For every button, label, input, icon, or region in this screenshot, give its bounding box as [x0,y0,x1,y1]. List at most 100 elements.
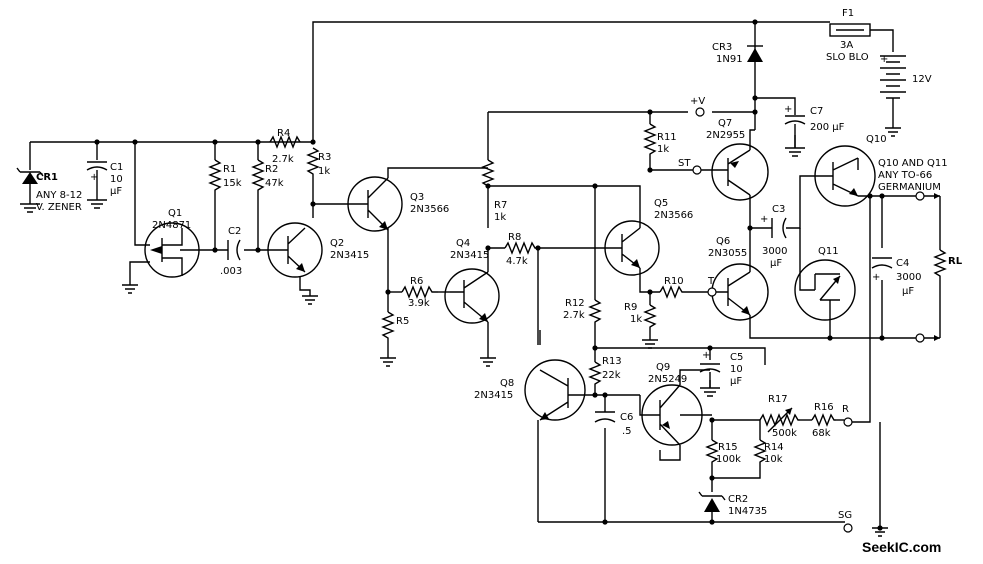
label-sg: SG [838,510,852,521]
label-c1-val1: 10 [110,174,123,185]
terminal-out-top [915,191,925,201]
resistor-r1 [208,159,222,196]
label-q3: Q3 [410,192,424,203]
resistor-r10 [659,285,688,299]
label-rl: RL [948,256,963,267]
transistor-q7 [697,129,769,201]
label-plus-c4: + [872,272,880,283]
diodes [16,45,763,512]
transistor-q5 [604,220,660,276]
label-c5-val1: 10 [730,364,743,375]
power-elements [122,23,906,537]
label-c3-val2: μF [770,258,782,269]
transistor-q10 [814,145,876,207]
label-q4: Q4 [456,238,470,249]
label-plus-c3: + [760,214,768,225]
label-f1-val1: 3A [840,40,853,51]
label-r3-val: 1k [318,166,330,177]
label-r: R [842,404,849,415]
resistor-rl [933,249,947,280]
label-q10-note1: Q10 AND Q11 [878,158,948,169]
terminal-plus-v [695,107,705,117]
transistor-q1 [144,222,200,278]
label-q1-type: 2N4871 [152,220,191,231]
capacitor-c7 [784,115,806,157]
label-c1: C1 [110,162,123,173]
resistor-r17 [759,413,800,427]
label-r4-val: 2.7k [272,154,294,165]
capacitor-c4 [871,257,893,269]
label-q8-type: 2N3415 [474,390,513,401]
terminals [692,107,940,533]
label-r4: R4 [277,128,290,139]
label-c1-val2: μF [110,186,122,197]
transistor-q4 [444,268,500,324]
label-r15-val: 100k [716,454,741,465]
label-q9: Q9 [656,362,670,373]
terminal-st [692,165,702,175]
transistor-q6 [711,263,769,321]
label-q10-note3: GERMANIUM [878,182,941,193]
label-c5: C5 [730,352,743,363]
label-f1: F1 [842,8,854,19]
label-c7: C7 [810,106,823,117]
transistor-q3 [347,176,403,232]
label-cr2: CR2 [728,494,748,505]
label-batt: 12V [912,74,932,85]
capacitor-c3 [771,217,787,239]
resistor-r14 [753,439,767,466]
label-plus1: + [880,54,888,65]
label-r11-val: 1k [657,144,669,155]
component-labels: CR1 ANY 8-12 V. ZENER C1 10 μF + Q1 2N48… [36,8,963,555]
diode-cr3 [747,45,763,62]
label-cr3: CR3 [712,42,732,53]
label-q8: Q8 [500,378,514,389]
label-q2-type: 2N3415 [330,250,369,261]
label-r6-val: 3.9k [408,298,430,309]
label-c6-val: .5 [622,426,632,437]
terminal-out-bottom [915,333,925,343]
resistor-r15 [705,439,719,466]
label-r14: R14 [764,442,784,453]
resistor-r6 [401,285,438,299]
terminal-sg [843,523,853,533]
label-q2: Q2 [330,238,344,249]
label-q1: Q1 [168,208,182,219]
label-c3-val1: 3000 [762,246,787,257]
label-q5: Q5 [654,198,668,209]
transistor-q9 [639,384,712,446]
label-c3: C3 [772,204,785,215]
label-r12-val: 2.7k [563,310,585,321]
label-r9-val: 1k [630,314,642,325]
label-r17-val: 500k [772,428,797,439]
label-cr3-type: 1N91 [716,54,743,65]
zener-cr2 [698,491,726,512]
label-c2-val: .003 [220,266,242,277]
label-c5-val2: μF [730,376,742,387]
label-q11: Q11 [818,246,839,257]
label-cr1: CR1 [36,172,58,183]
fuse-f1 [829,23,871,37]
capacitor-c2 [227,239,241,261]
label-r7-val: 1k [494,212,506,223]
label-plus-c5: + [702,350,710,361]
label-r3: R3 [318,152,331,163]
label-q4-type: 2N3415 [450,250,489,261]
label-c4-val2: μF [902,286,914,297]
label-plus-c7: + [784,104,792,115]
battery-12v [880,55,906,108]
label-r10: R10 [664,276,684,287]
capacitor-c1 [86,161,108,209]
label-r1: R1 [223,164,236,175]
label-cr2-type: 1N4735 [728,506,767,517]
label-r13: R13 [602,356,622,367]
resistor-r12 [588,299,602,326]
label-q9-type: 2N5249 [648,374,687,385]
label-r16-val: 68k [812,428,831,439]
resistor-r13 [588,361,602,388]
capacitor-c6 [594,411,616,423]
label-q7: Q7 [718,118,732,129]
zener-cr1 [16,167,44,213]
label-c4-val1: 3000 [896,272,921,283]
